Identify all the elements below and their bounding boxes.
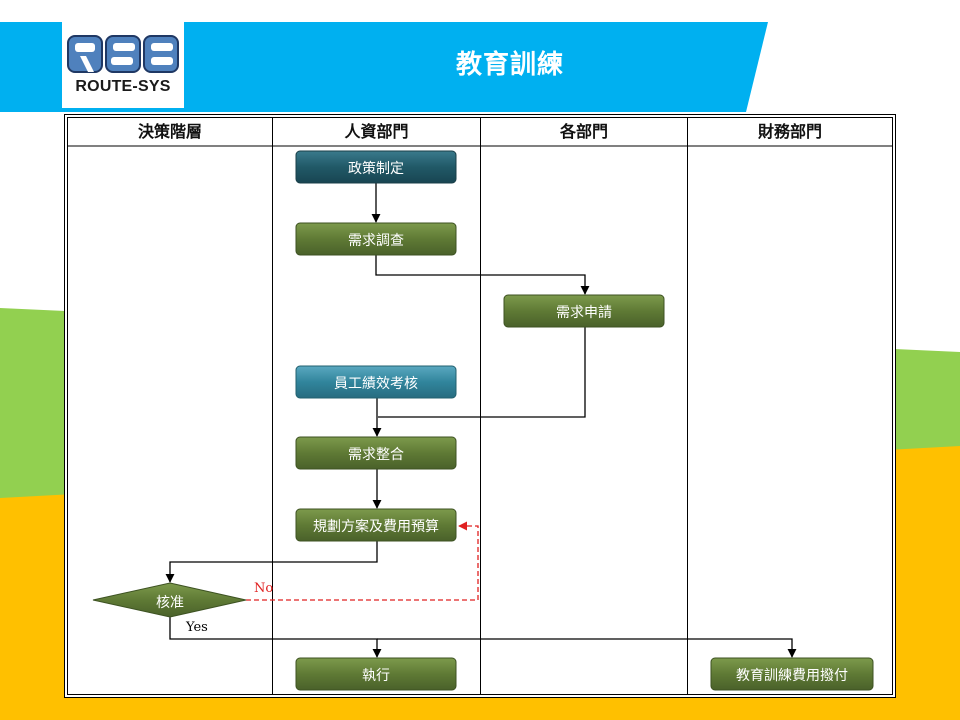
edge-label-yes: Yes: [186, 620, 208, 635]
lane-header-decision: 決策階層: [137, 122, 202, 141]
node-execute: [295, 657, 457, 691]
node-execute-label: 執行: [362, 668, 390, 684]
node-payment-label: 教育訓練費用撥付: [736, 668, 848, 684]
node-payment: [710, 657, 874, 691]
node-integrate: [295, 436, 457, 470]
lane-header-depts: 各部門: [559, 122, 608, 141]
node-appraisal: [295, 365, 457, 399]
node-survey-label: 需求調查: [348, 233, 404, 249]
node-approve: [92, 582, 247, 618]
header-blue-shape: [0, 22, 768, 112]
edge-approve-plan-no: [246, 521, 479, 601]
lane-header-finance: 財務部門: [757, 122, 822, 141]
edge-request-integrate: [378, 326, 586, 418]
company-logo: ROUTE-SYS: [62, 22, 184, 108]
header-band: [0, 22, 768, 112]
edge-approve-execute: [169, 617, 382, 658]
lane-header-hr: 人資部門: [344, 122, 409, 141]
logo-subtitle: ROUTE-SYS: [75, 78, 171, 95]
node-integrate-label: 需求整合: [348, 447, 404, 463]
node-policy: [295, 150, 457, 184]
node-plan-label: 規劃方案及費用預算: [313, 519, 439, 535]
node-request-label: 需求申請: [556, 305, 612, 321]
edge-survey-request: [375, 255, 590, 295]
rsc-logo-mark: [67, 35, 179, 73]
node-policy-label: 政策制定: [348, 161, 404, 177]
node-request: [503, 294, 665, 328]
node-approve-label: 核准: [156, 595, 184, 611]
slide-title: 教育訓練: [455, 50, 564, 80]
node-survey: [295, 222, 457, 256]
edge-plan-approve: [165, 541, 378, 583]
edge-label-no: No: [254, 581, 274, 596]
edge-approve-payment: [377, 638, 797, 658]
node-plan: [295, 508, 457, 542]
node-appraisal-label: 員工績效考核: [334, 376, 418, 392]
